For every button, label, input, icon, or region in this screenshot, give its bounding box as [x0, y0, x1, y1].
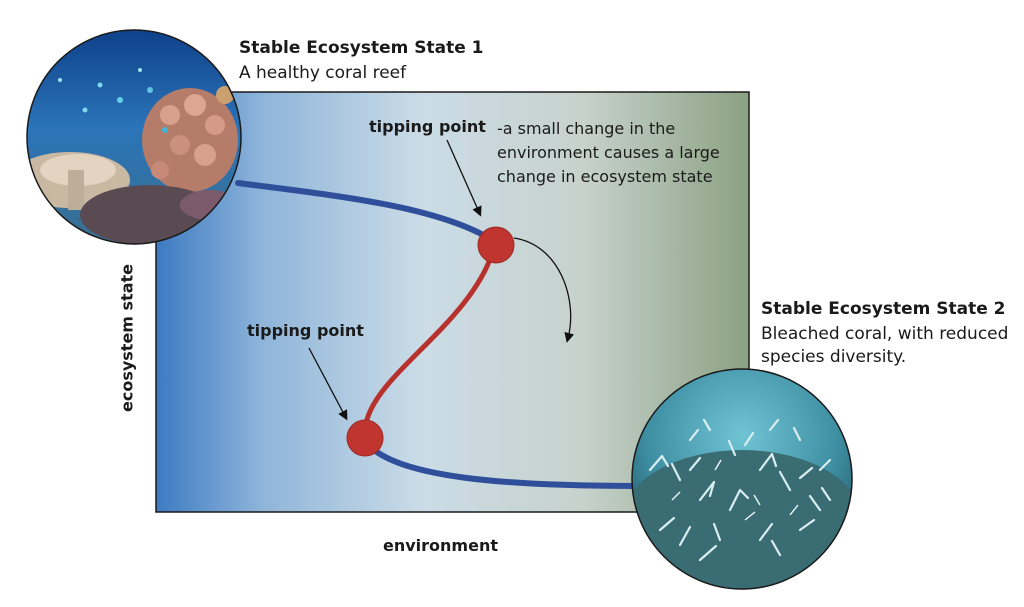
- tipping-point-upper-label: tipping point: [369, 117, 486, 136]
- stable-branch-upper: [235, 180, 490, 240]
- y-axis-label: ecosystem state: [117, 263, 137, 413]
- tipping-point-lower-label: tipping point: [247, 321, 364, 340]
- tipping-point-upper-dot: [477, 226, 515, 264]
- tipping-point-lower-arrow: [308, 347, 348, 421]
- state2-title: Stable Ecosystem State 2: [761, 299, 1006, 319]
- x-axis-label: environment: [383, 536, 498, 555]
- state2-description-line1: Bleached coral, with reduced: [761, 324, 1009, 344]
- unstable-branch: [362, 245, 497, 440]
- healthy-coral-reef-photo: [26, 29, 242, 245]
- tipping-point-description: -a small change in the environment cause…: [497, 119, 720, 186]
- tipping-point-upper-arrow: [446, 139, 482, 217]
- state2-description-line2: species diversity.: [761, 347, 907, 367]
- state1-description: A healthy coral reef: [239, 63, 407, 83]
- collapse-arrow: [513, 237, 575, 343]
- bleached-coral-photo: [631, 368, 853, 590]
- tipping-point-lower-dot: [346, 419, 384, 457]
- state1-title: Stable Ecosystem State 1: [239, 38, 484, 58]
- stable-branch-lower: [362, 437, 643, 489]
